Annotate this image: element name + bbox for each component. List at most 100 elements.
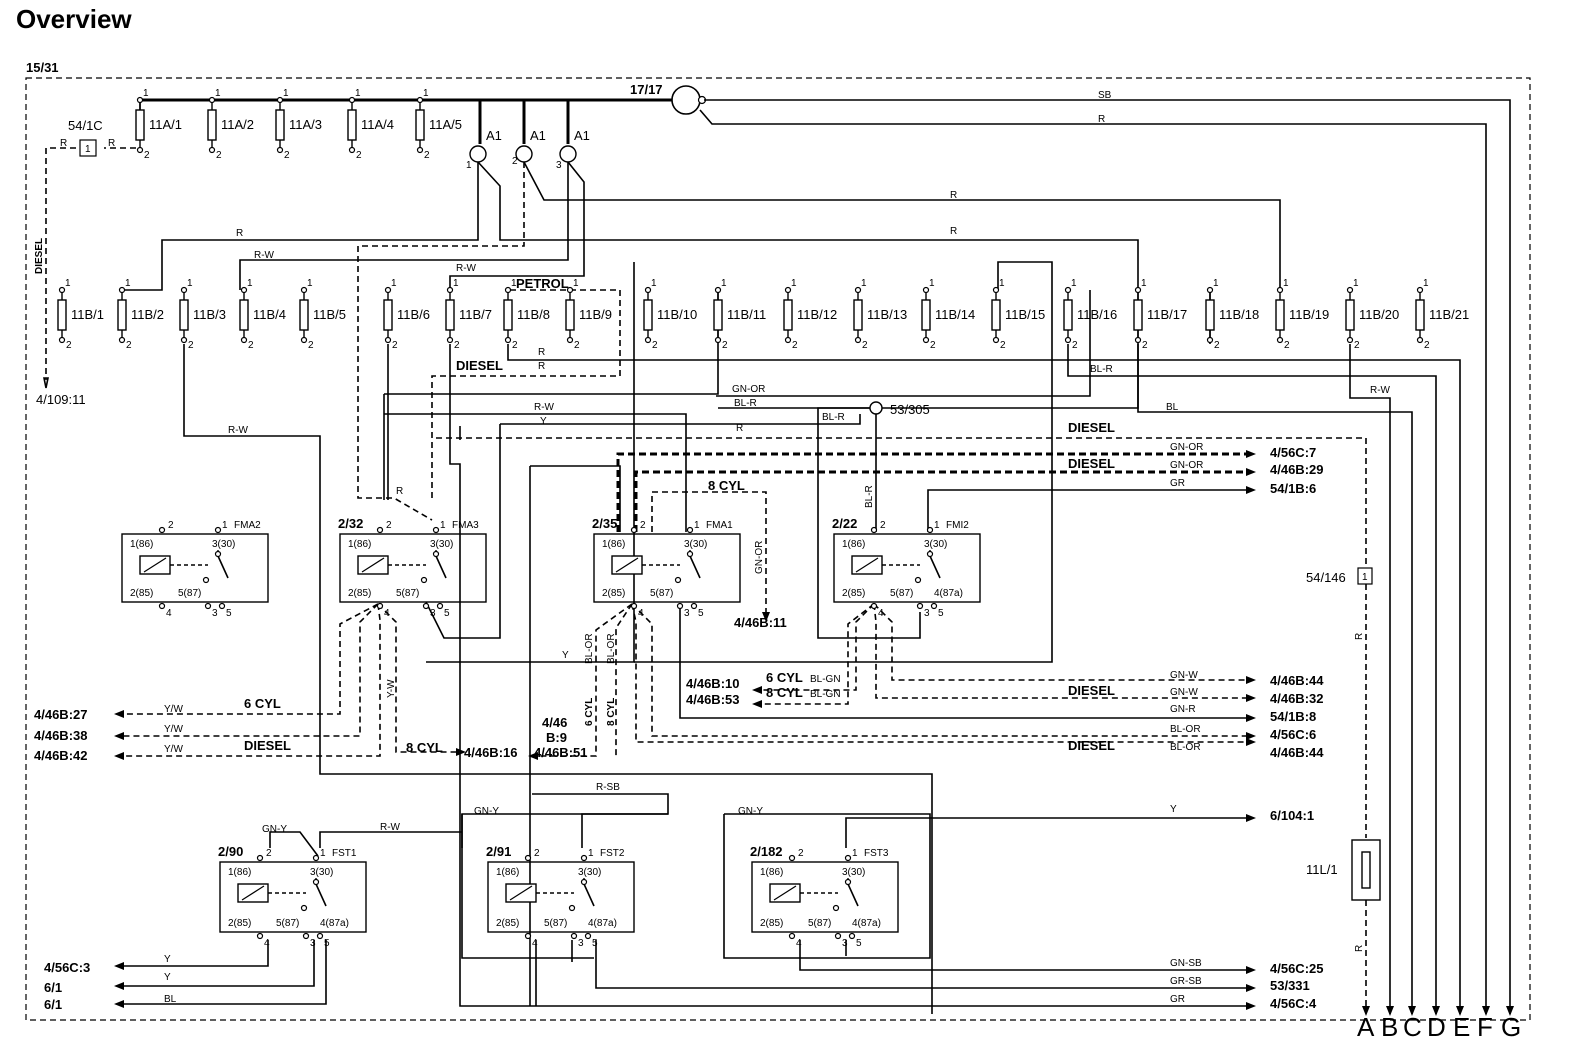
variant-note: DIESEL xyxy=(1068,738,1115,753)
relay-top-pin-1: 1 xyxy=(852,848,858,859)
relay-pin-85: 2(85) xyxy=(760,918,783,929)
fuse-pin-1: 1 xyxy=(1071,278,1077,289)
relay-pin-85: 2(85) xyxy=(130,588,153,599)
component-label: 54/146 xyxy=(1306,570,1346,585)
fuse-pin-1: 1 xyxy=(1213,278,1219,289)
connector-mid: 4/46B:51 xyxy=(534,745,587,760)
fuse-label: 11B/1 xyxy=(71,307,104,322)
wire-color-label: BL-OR xyxy=(1170,724,1201,735)
relay-bottom-pin-3: 3 xyxy=(310,938,316,949)
svg-text:BL-R: BL-R xyxy=(864,485,875,508)
relay-pin-87a: 4(87a) xyxy=(588,918,617,929)
fuse-11a-5: 1 2 11A/5 xyxy=(415,88,462,161)
fuse-pin-1: 1 xyxy=(861,278,867,289)
wire-color-label: GR-SB xyxy=(1170,976,1202,987)
connector-right: 4/46B:44 xyxy=(1270,745,1324,760)
wire-color-label: R xyxy=(396,486,403,497)
relay-top-pin-2: 2 xyxy=(640,520,646,531)
connector-right: 6/104:1 xyxy=(1270,808,1314,823)
wire-color-label: R xyxy=(1098,114,1105,125)
svg-text:A1: A1 xyxy=(574,128,590,143)
relay-pin-30: 3(30) xyxy=(212,539,235,550)
wire-color-label: R-W xyxy=(228,425,249,436)
wire-color-label: Y xyxy=(540,416,547,427)
fuse-label: 11A/5 xyxy=(429,117,462,132)
wire-color-label: R xyxy=(236,228,243,239)
fuse-label: 11A/3 xyxy=(289,117,322,132)
fuse-label: 11B/21 xyxy=(1429,307,1469,322)
wire-color-label: GR xyxy=(1170,994,1185,1005)
wire-color-label: BL xyxy=(164,994,177,1005)
relay-pin-86: 1(86) xyxy=(130,539,153,550)
fuse-pin-1: 1 xyxy=(1141,278,1147,289)
fuse-pin-2: 2 xyxy=(1284,340,1290,351)
connector-left: 4/46B:27 xyxy=(34,707,87,722)
fuse-pin-2: 2 xyxy=(126,340,132,351)
wire-color-label: Y xyxy=(164,954,171,965)
variant-note: 8 CYL xyxy=(406,740,443,755)
variant-note: 8 CYL xyxy=(766,685,803,700)
connector-right: 4/56C:7 xyxy=(1270,445,1316,460)
wire-color-label: R-W xyxy=(380,822,401,833)
relay-pin-85: 2(85) xyxy=(602,588,625,599)
fuse-pin-1: 1 xyxy=(247,278,253,289)
relay-bottom-pin-4: 4 xyxy=(384,608,390,619)
variant-note: PETROL xyxy=(516,276,569,291)
relay-top-pin-1: 1 xyxy=(934,520,940,531)
wire-color-label: Y xyxy=(164,972,171,983)
relay-top-pin-2: 2 xyxy=(266,848,272,859)
fuse-pin-1: 1 xyxy=(391,278,397,289)
relay-pin-85: 2(85) xyxy=(842,588,865,599)
bus-letter-a: A xyxy=(1357,1012,1375,1042)
svg-text:R: R xyxy=(1354,633,1365,640)
fuse-label: 11B/20 xyxy=(1359,307,1399,322)
connector-right: 4/56C:6 xyxy=(1270,727,1316,742)
fuse-pin-2: 2 xyxy=(1424,340,1430,351)
fuse-pin-2: 2 xyxy=(722,340,728,351)
relay-code: 2/22 xyxy=(832,516,857,531)
wire-color-label: BL-R xyxy=(1090,364,1113,375)
relay-code: 2/35 xyxy=(592,516,617,531)
fuse-pin-1: 1 xyxy=(929,278,935,289)
relay-pin-30: 3(30) xyxy=(842,867,865,878)
wire-color-label: BL xyxy=(1166,402,1179,413)
connector-right: 4/46B:29 xyxy=(1270,462,1323,477)
variant-note: DIESEL xyxy=(1068,683,1115,698)
fuse-pin-1: 1 xyxy=(125,278,131,289)
fuse-pin-2: 2 xyxy=(424,150,430,161)
page-title: Overview xyxy=(16,4,132,34)
relay-pin-30: 3(30) xyxy=(430,539,453,550)
fuse-label: 11B/13 xyxy=(867,307,907,322)
relay-top-pin-1: 1 xyxy=(440,520,446,531)
fuse-pin-1: 1 xyxy=(651,278,657,289)
fuse-label: 11B/2 xyxy=(131,307,164,322)
svg-text:BL-OR: BL-OR xyxy=(584,633,595,664)
fuse-pin-1: 1 xyxy=(355,88,361,99)
svg-text:A1: A1 xyxy=(486,128,502,143)
relay-name: FST3 xyxy=(864,848,889,859)
relay-top-pin-1: 1 xyxy=(222,520,228,531)
bus-letter-g: G xyxy=(1501,1012,1521,1042)
relay-pin-87: 5(87) xyxy=(808,918,831,929)
wire-color-label: R xyxy=(950,190,957,201)
relay-bottom-pin-4: 4 xyxy=(638,608,644,619)
wire-color-label: BL-GN xyxy=(810,674,841,685)
fuse-pin-1: 1 xyxy=(423,88,429,99)
bus-letter-d: D xyxy=(1427,1012,1446,1042)
a1-labels: A1 A1 A1 1 2 3 xyxy=(466,128,590,171)
relay-name: FMA3 xyxy=(452,520,479,531)
svg-text:Y-W: Y-W xyxy=(386,679,397,698)
